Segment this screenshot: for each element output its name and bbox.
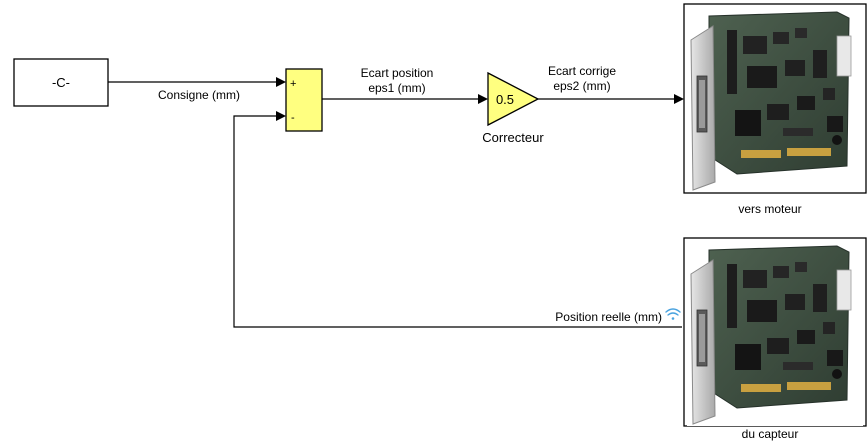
analog-output-block[interactable] xyxy=(683,3,867,194)
sum-sign-plus: + xyxy=(290,78,296,90)
gain-name: Correcteur xyxy=(482,130,544,145)
sum-sign-minus: - xyxy=(291,112,295,124)
arrowhead-feedback xyxy=(276,111,286,121)
arrowhead-eps2 xyxy=(674,94,684,104)
label-position: Position reelle (mm) xyxy=(555,310,662,324)
label-eps1-line2: eps1 (mm) xyxy=(368,81,425,95)
label-eps2-line1: Ecart corrige xyxy=(548,64,616,78)
daq-card-image xyxy=(686,239,864,427)
gain-block[interactable] xyxy=(487,71,540,127)
arrowhead-eps1 xyxy=(478,94,488,104)
analog-input-block[interactable] xyxy=(683,237,867,427)
sum-block[interactable] xyxy=(285,68,323,132)
output-caption: vers moteur xyxy=(738,202,801,216)
label-consigne: Consigne (mm) xyxy=(158,88,240,102)
wireless-signal-icon[interactable] xyxy=(665,308,681,320)
label-eps2-line2: eps2 (mm) xyxy=(553,79,610,93)
wire-feedback xyxy=(233,115,682,328)
constant-block[interactable] xyxy=(13,58,109,107)
constant-value: -C- xyxy=(52,75,70,90)
input-caption: du capteur xyxy=(742,427,799,441)
gain-value: 0.5 xyxy=(496,92,514,107)
daq-card-image xyxy=(686,5,864,193)
arrowhead-consigne xyxy=(276,77,286,87)
label-eps1-line1: Ecart position xyxy=(361,66,434,80)
